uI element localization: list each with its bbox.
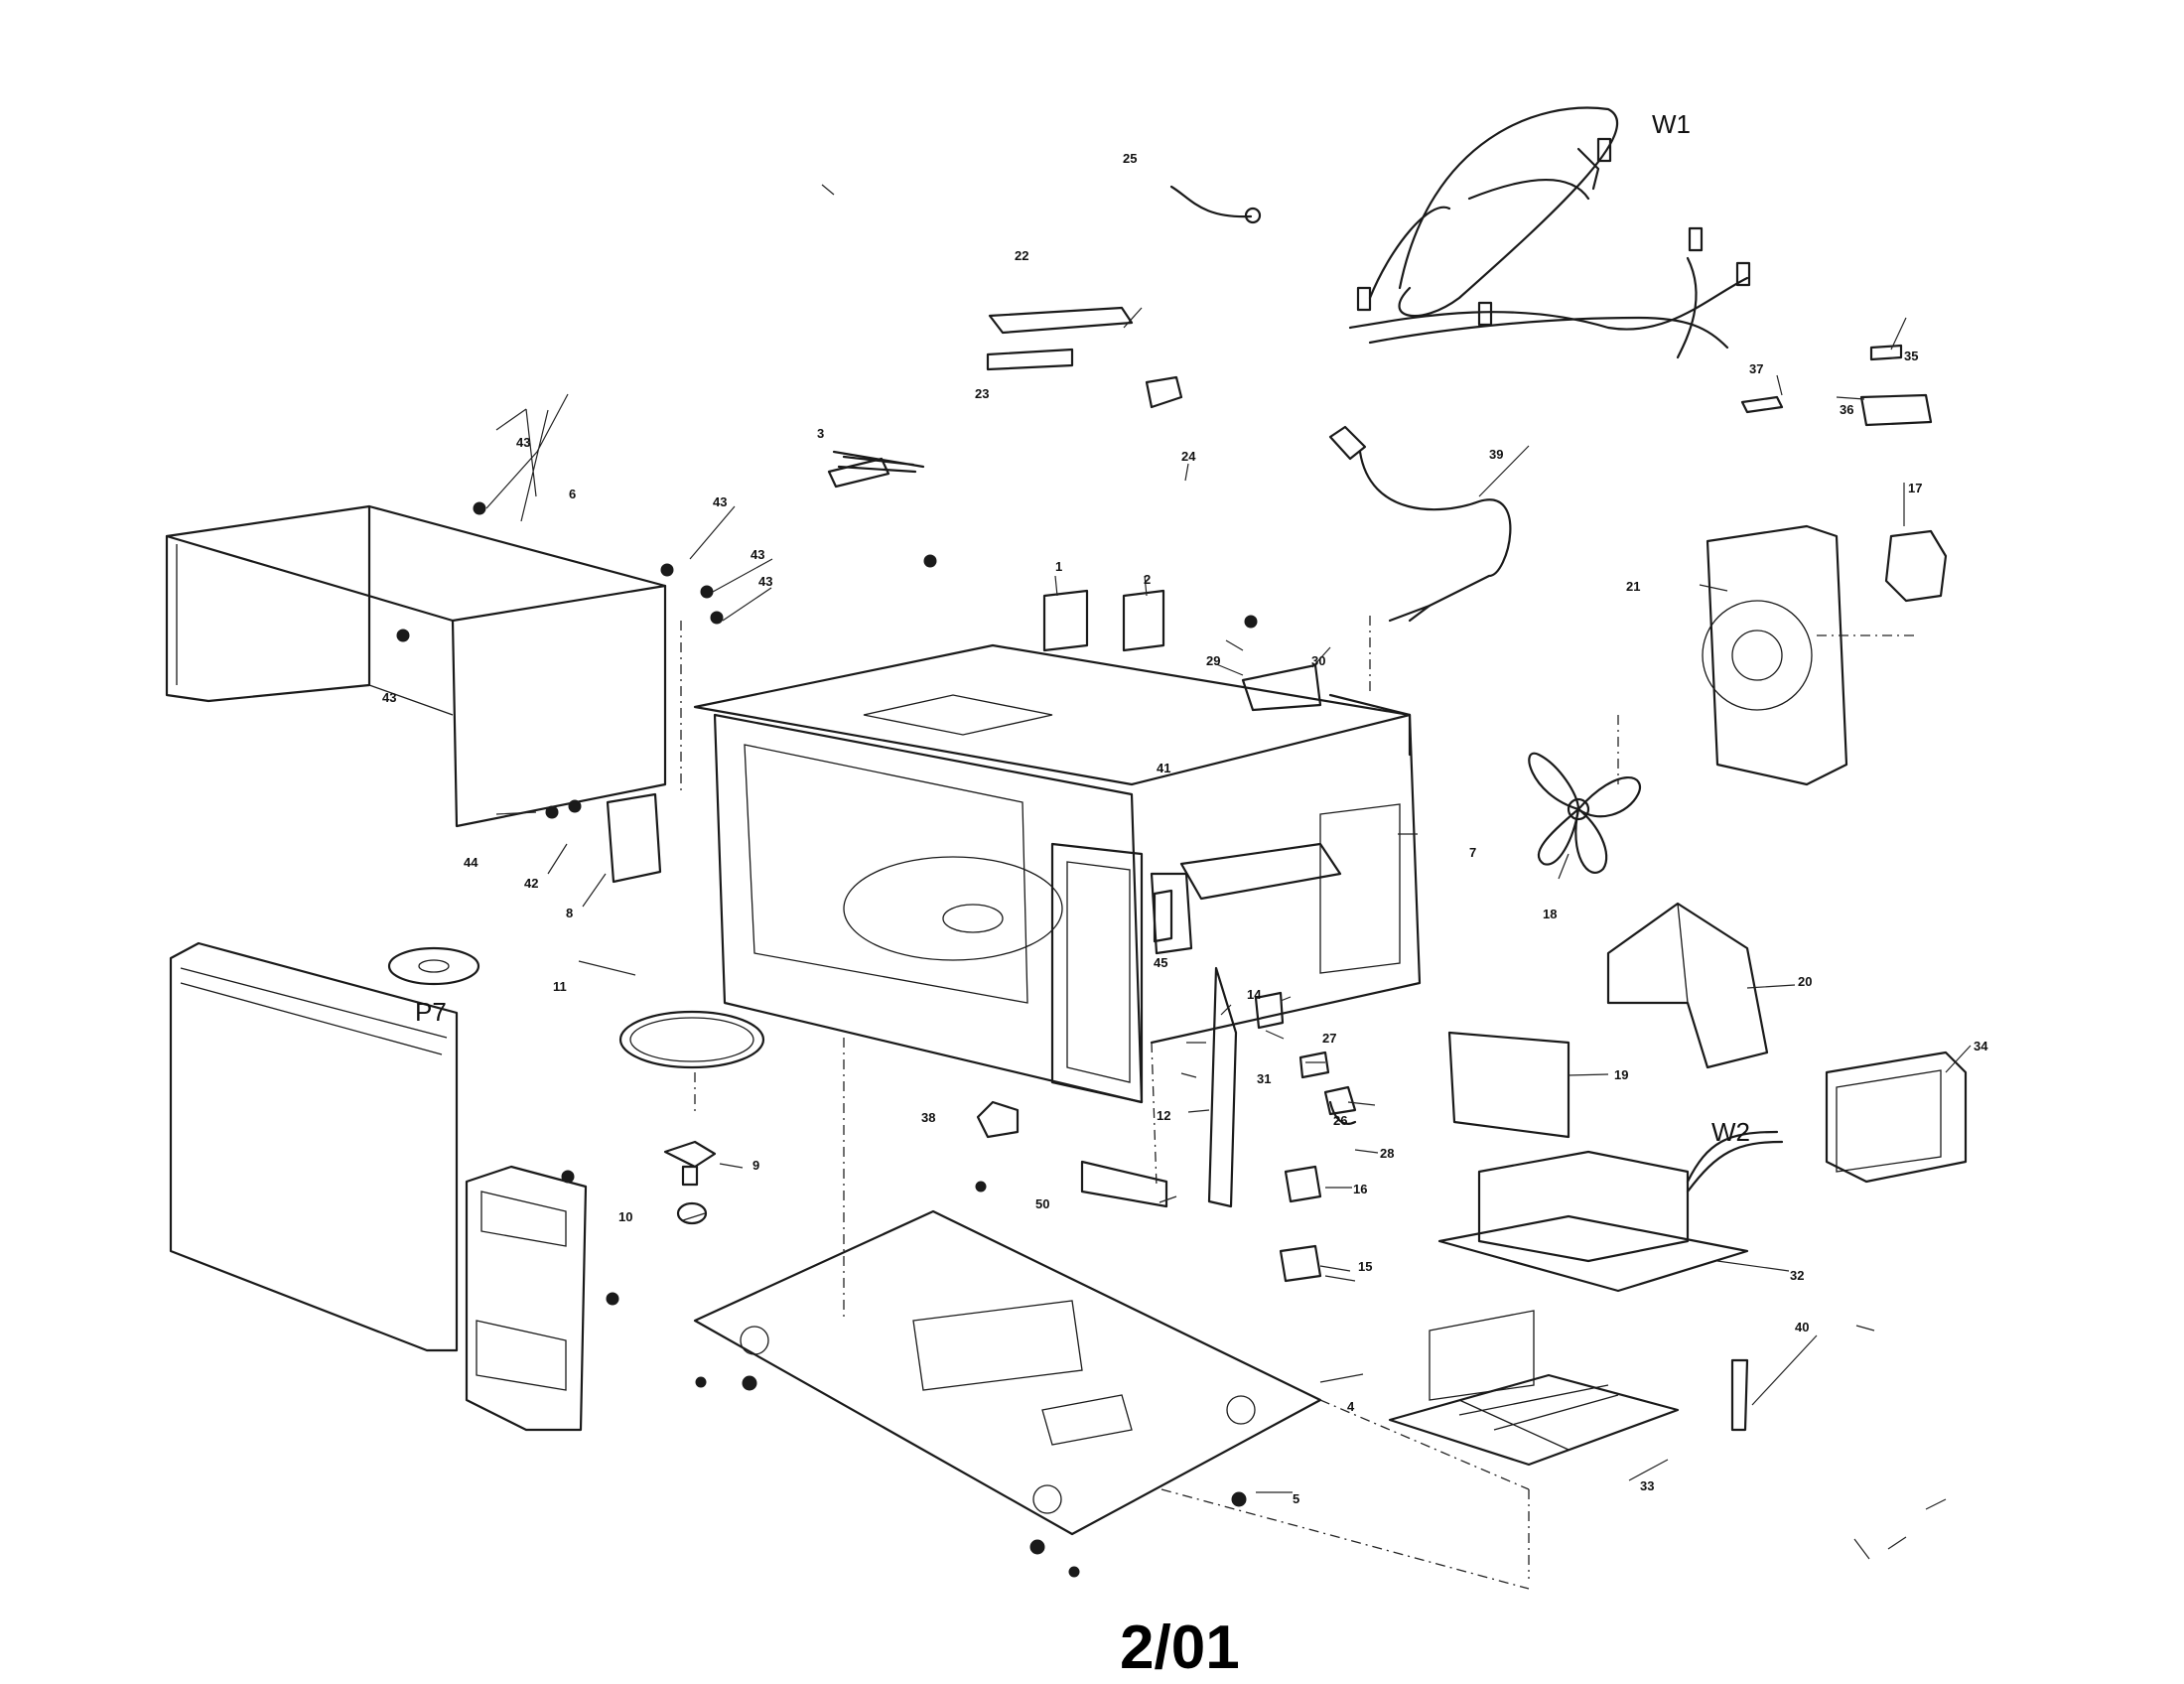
roller-ring — [618, 1010, 765, 1069]
control-panel — [465, 1165, 588, 1432]
label-43a: 43 — [516, 435, 530, 450]
label-p7: P7 — [415, 997, 447, 1027]
label-44: 44 — [464, 855, 478, 870]
label-12: 12 — [1157, 1108, 1170, 1123]
label-7: 7 — [1469, 845, 1476, 860]
outer-cabinet — [165, 504, 682, 828]
base-plate — [693, 1209, 1322, 1536]
label-36: 36 — [1840, 402, 1853, 417]
label-40: 40 — [1795, 1320, 1809, 1334]
transformer — [1437, 1130, 1784, 1293]
label-5: 5 — [1293, 1491, 1299, 1506]
label-1: 1 — [1055, 559, 1062, 574]
label-19: 19 — [1614, 1067, 1628, 1082]
label-34: 34 — [1974, 1039, 1988, 1053]
turntable-tray — [387, 946, 480, 986]
wire-harness — [1348, 106, 1751, 359]
label-14: 14 — [1247, 987, 1262, 1002]
label-15: 15 — [1358, 1259, 1372, 1274]
label-16: 16 — [1353, 1182, 1367, 1196]
page-footer: 2/01 — [1120, 1614, 1240, 1682]
label-26: 26 — [1333, 1113, 1347, 1128]
label-22: 22 — [1015, 248, 1028, 263]
label-2: 2 — [1144, 572, 1151, 587]
label-43e: 43 — [382, 690, 396, 705]
label-3: 3 — [817, 426, 824, 441]
door-panel — [169, 941, 459, 1352]
label-31: 31 — [1257, 1071, 1271, 1086]
screw-fasteners — [396, 501, 1258, 1578]
label-30: 30 — [1311, 653, 1325, 668]
leader-lines — [485, 184, 1972, 1590]
magnetron — [1825, 1051, 1968, 1184]
label-32: 32 — [1790, 1268, 1804, 1283]
label-28: 28 — [1380, 1146, 1394, 1161]
label-8: 8 — [566, 906, 573, 920]
label-37: 37 — [1749, 361, 1763, 376]
label-29: 29 — [1206, 653, 1220, 668]
label-33: 33 — [1640, 1478, 1654, 1493]
label-w1: W1 — [1652, 109, 1691, 139]
label-50: 50 — [1035, 1196, 1049, 1211]
coupler — [663, 1140, 717, 1187]
label-w2: W2 — [1711, 1117, 1750, 1147]
label-43b: 43 — [713, 494, 727, 509]
label-21: 21 — [1626, 579, 1640, 594]
label-45: 45 — [1154, 955, 1167, 970]
shaft-washer — [676, 1201, 708, 1225]
label-20: 20 — [1798, 974, 1812, 989]
label-25: 25 — [1123, 151, 1137, 166]
label-6: 6 — [569, 487, 576, 501]
label-42: 42 — [524, 876, 538, 891]
label-27: 27 — [1322, 1031, 1336, 1046]
small-parts — [606, 185, 1933, 1432]
main-cavity — [693, 643, 1422, 1104]
label-18: 18 — [1543, 907, 1557, 921]
power-cord — [1328, 425, 1512, 623]
label-35: 35 — [1904, 349, 1918, 363]
label-39: 39 — [1489, 447, 1503, 462]
label-4: 4 — [1347, 1399, 1355, 1414]
label-17: 17 — [1908, 481, 1922, 495]
label-10: 10 — [618, 1209, 632, 1224]
label-43d: 43 — [758, 574, 772, 589]
label-9: 9 — [752, 1158, 759, 1173]
label-23: 23 — [975, 386, 989, 401]
base-filter — [1388, 1310, 1680, 1467]
air-guide — [1606, 902, 1769, 1069]
label-38: 38 — [921, 1110, 935, 1125]
label-41: 41 — [1157, 761, 1170, 775]
cooling-fan — [1528, 752, 1641, 874]
label-43c: 43 — [751, 547, 764, 562]
fan-motor — [1884, 529, 1948, 603]
label-11: 11 — [553, 979, 567, 994]
label-24: 24 — [1181, 449, 1196, 464]
fan-motor-bracket — [1702, 524, 1848, 786]
part-labels: 1 2 3 4 5 6 7 8 9 10 11 12 14 15 16 17 1… — [382, 151, 1988, 1506]
